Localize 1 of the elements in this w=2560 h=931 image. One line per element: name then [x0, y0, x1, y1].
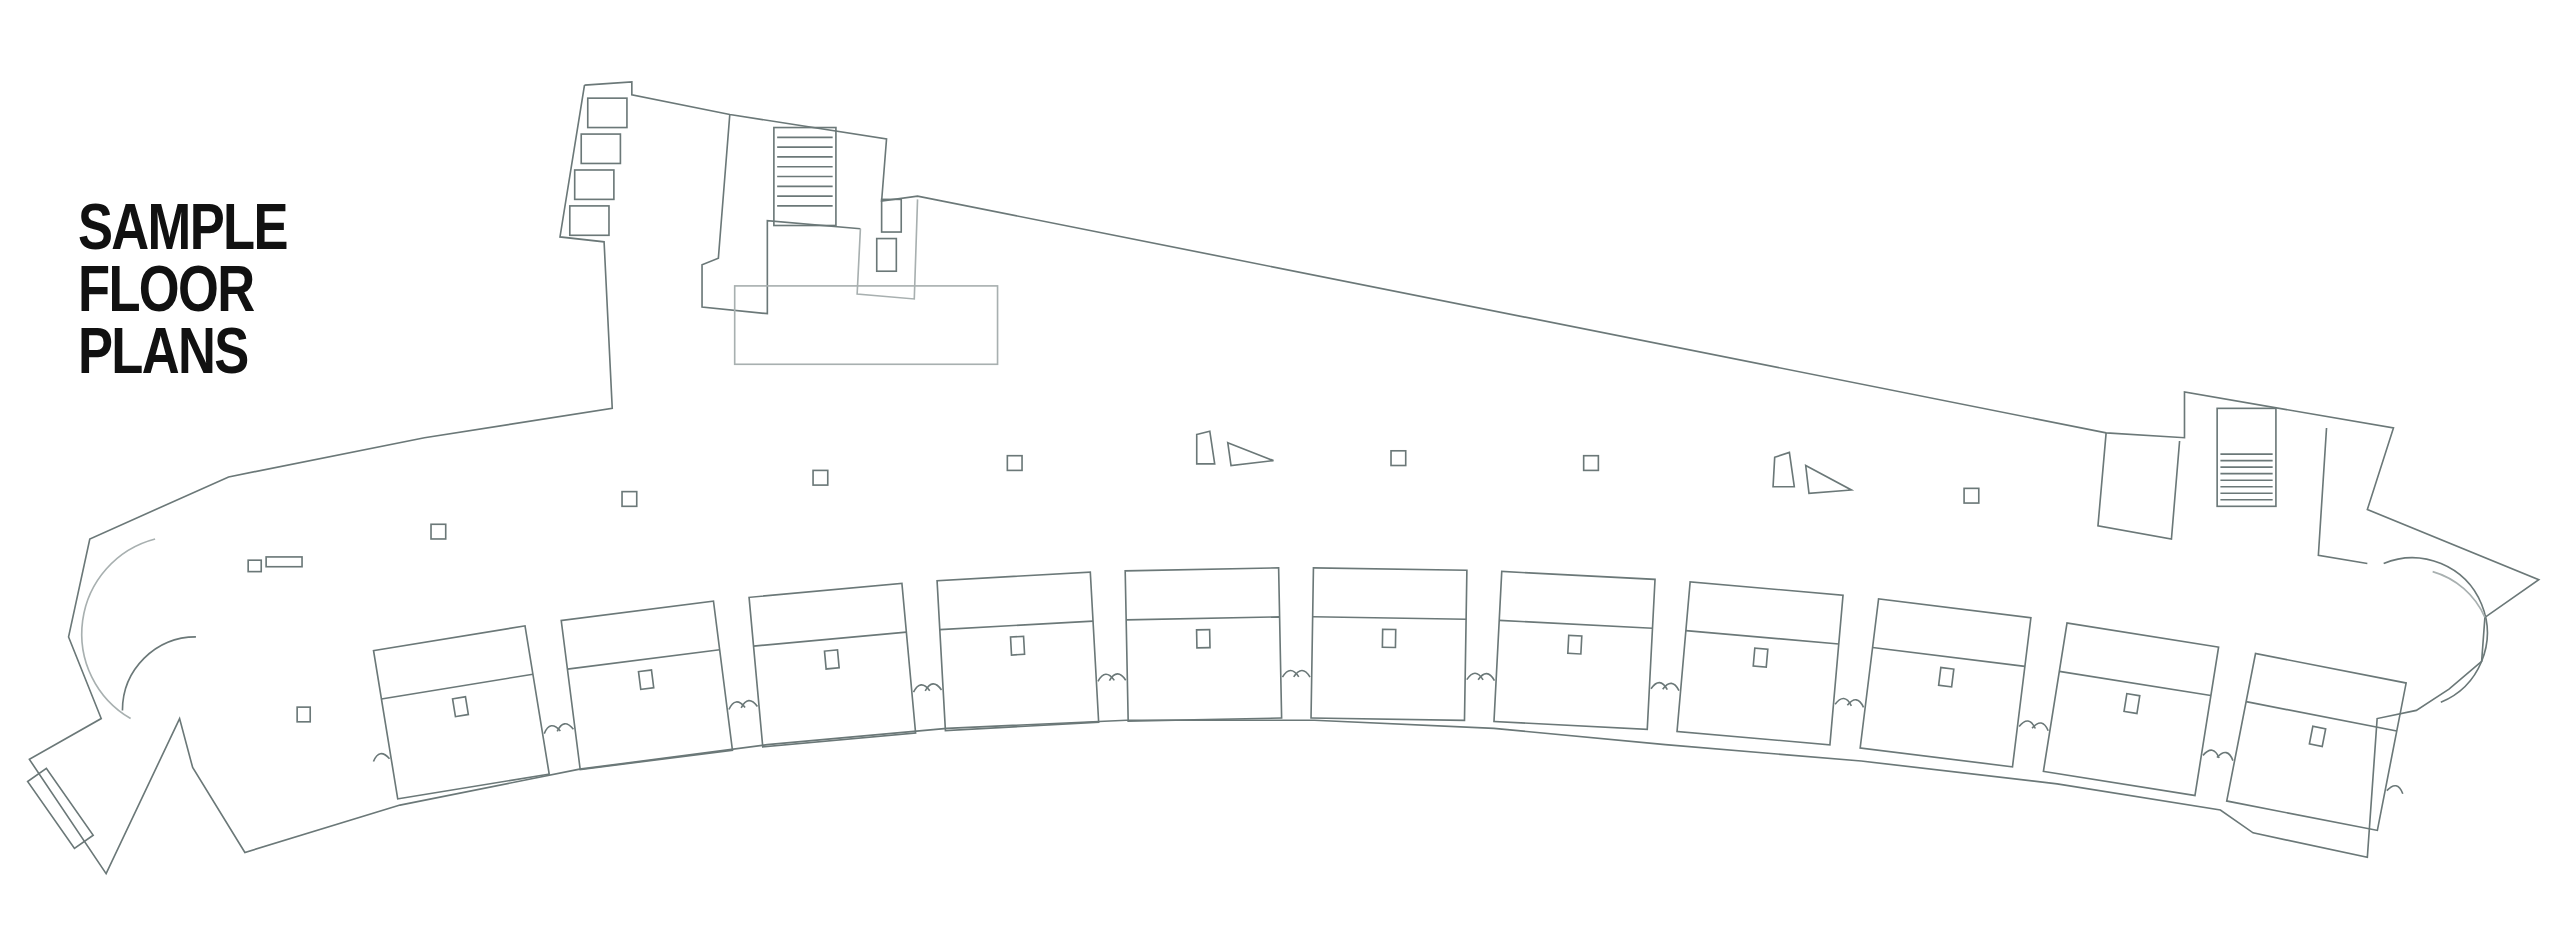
- page-title: SAMPLE FLOOR PLANS: [78, 196, 288, 382]
